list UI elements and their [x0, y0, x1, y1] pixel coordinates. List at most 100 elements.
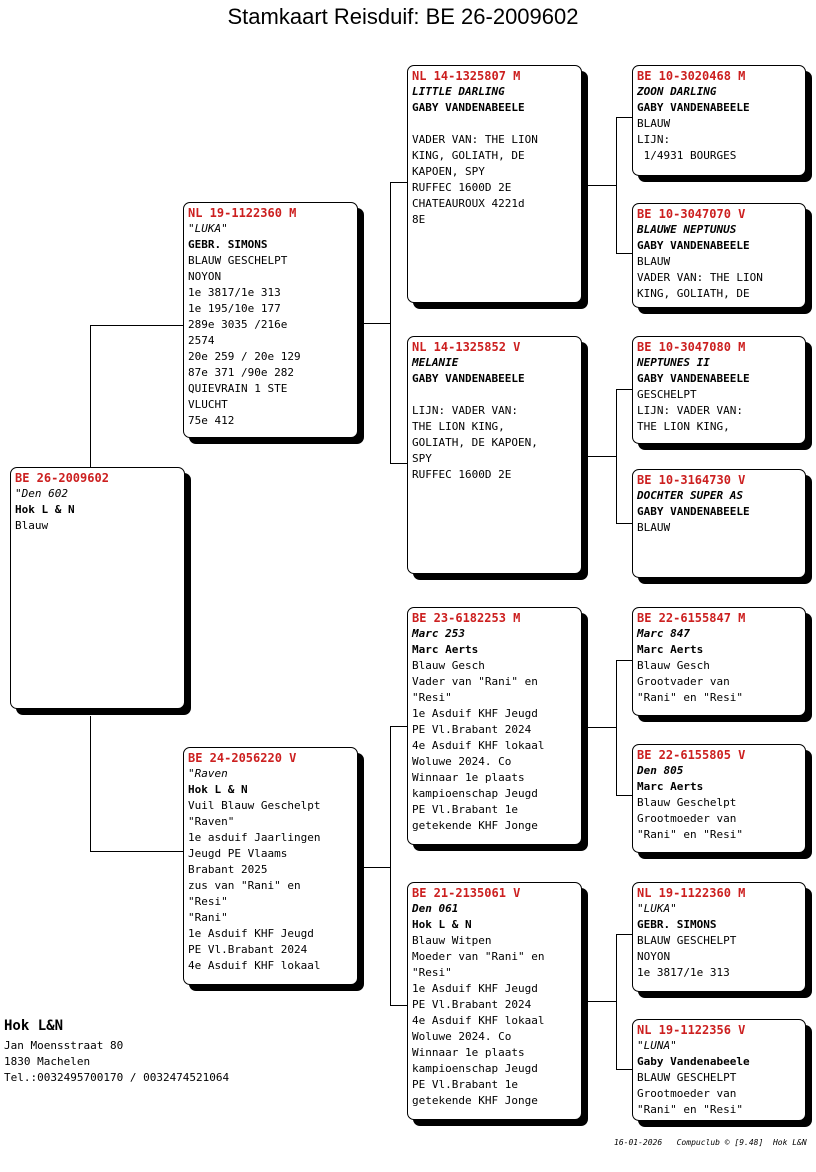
- info-line: 1e 3817/1e 313: [188, 286, 281, 299]
- info-line: 1e 195/10e 177: [188, 302, 281, 315]
- page-title: Stamkaart Reisduif: BE 26-2009602: [227, 4, 579, 29]
- info-line: 20e 259 / 20e 129: [188, 350, 301, 363]
- info-line: Woluwe 2024. Co: [412, 755, 512, 768]
- connector: [586, 185, 616, 186]
- info-line: "Resi": [412, 966, 452, 979]
- pigeon-name: "Raven: [188, 767, 228, 780]
- connector: [390, 726, 408, 727]
- breeder: GABY VANDENABEELE: [637, 239, 750, 252]
- connector: [586, 1001, 616, 1002]
- info-line: Vader van "Rani" en: [412, 675, 538, 688]
- connector: [90, 325, 91, 467]
- pigeon-card-mother[interactable]: BE 24-2056220 V "Raven Hok L & N Vuil Bl…: [183, 747, 358, 985]
- info-line: 1e Asduif KHF Jeugd: [412, 982, 538, 995]
- ring-number: BE 10-3020468 M: [637, 69, 746, 83]
- breeder: GABY VANDENABEELE: [637, 101, 750, 114]
- ring-number: NL 19-1122356 V: [637, 1023, 746, 1037]
- connector: [616, 1069, 633, 1070]
- pigeon-card-fff[interactable]: BE 10-3020468 M ZOON DARLING GABY VANDEN…: [632, 65, 806, 176]
- info-line: KAPOEN, SPY: [412, 165, 485, 178]
- info-line: Blauw Witpen: [412, 934, 492, 947]
- info-line: CHATEAUROUX 4221d: [412, 197, 525, 210]
- pigeon-name: "LUNA": [637, 1039, 677, 1052]
- info-line: QUIEVRAIN 1 STE: [188, 382, 288, 395]
- breeder: Marc Aerts: [412, 643, 479, 656]
- connector: [616, 117, 633, 118]
- pigeon-name: "Den 602: [15, 487, 68, 500]
- info-line: "Rani": [188, 911, 228, 924]
- pigeon-name: Marc 253: [412, 627, 465, 640]
- breeder: Hok L & N: [15, 503, 75, 516]
- connector: [616, 389, 617, 524]
- breeder: GABY VANDENABEELE: [412, 101, 525, 114]
- pigeon-card-mmm[interactable]: NL 19-1122356 V "LUNA" Gaby Vandenabeele…: [632, 1019, 806, 1121]
- connector: [90, 325, 184, 326]
- pigeon-card-mff[interactable]: BE 22-6155847 M Marc 847 Marc Aerts Blau…: [632, 607, 806, 716]
- pigeon-card-mmf[interactable]: NL 19-1122360 M "LUKA" GEBR. SIMONS BLAU…: [632, 882, 806, 992]
- info-line: SPY: [412, 452, 432, 465]
- info-line: KING, GOLIATH, DE: [637, 287, 750, 300]
- info-line: Blauw Geschelpt: [637, 796, 737, 809]
- ring-number: BE 22-6155805 V: [637, 748, 746, 762]
- breeder: GEBR. SIMONS: [637, 918, 717, 931]
- breeder: Gaby Vandenabeele: [637, 1055, 750, 1068]
- ring-number: BE 10-3164730 V: [637, 473, 746, 487]
- info-line: kampioenschap Jeugd: [412, 1062, 538, 1075]
- info-line: 1e asduif Jaarlingen: [188, 831, 321, 844]
- info-line: zus van "Rani" en: [188, 879, 301, 892]
- connector: [616, 795, 633, 796]
- info-line: Blauw Gesch: [637, 659, 710, 672]
- info-line: 1e Asduif KHF Jeugd: [188, 927, 314, 940]
- info-line: PE Vl.Brabant 1e: [412, 803, 518, 816]
- info-line: THE LION KING,: [637, 420, 730, 433]
- info-line: Brabant 2025: [188, 863, 268, 876]
- info-line: Grootmoeder van: [637, 1087, 737, 1100]
- info-line: 2574: [188, 334, 215, 347]
- pigeon-card-mm[interactable]: BE 21-2135061 V Den 061 Hok L & N Blauw …: [407, 882, 582, 1120]
- pigeon-name: "LUKA": [637, 902, 677, 915]
- connector: [390, 182, 408, 183]
- connector: [616, 523, 633, 524]
- pigeon-card-subject[interactable]: BE 26-2009602 "Den 602 Hok L & N Blauw: [10, 467, 185, 709]
- info-line: 1e Asduif KHF Jeugd: [412, 707, 538, 720]
- info-line: LIJN: VADER VAN:: [412, 404, 518, 417]
- owner-city: 1830 Machelen: [4, 1055, 91, 1068]
- ring-number: BE 22-6155847 M: [637, 611, 746, 625]
- pigeon-card-mfm[interactable]: BE 22-6155805 V Den 805 Marc Aerts Blauw…: [632, 744, 806, 853]
- info-line: 87e 371 /90e 282: [188, 366, 294, 379]
- breeder: GABY VANDENABEELE: [637, 372, 750, 385]
- connector: [362, 867, 390, 868]
- owner-info: Hok L&N Jan Moensstraat 80 1830 Machelen…: [4, 1018, 229, 1086]
- pigeon-card-fmm[interactable]: BE 10-3164730 V DOCHTER SUPER AS GABY VA…: [632, 469, 806, 578]
- info-line: 1/4931 BOURGES: [637, 149, 737, 162]
- pigeon-card-father[interactable]: NL 19-1122360 M "LUKA" GEBR. SIMONS BLAU…: [183, 202, 358, 438]
- breeder: GEBR. SIMONS: [188, 238, 268, 251]
- info-line: kampioenschap Jeugd: [412, 787, 538, 800]
- info-line: getekende KHF Jonge: [412, 1094, 538, 1107]
- info-line: 4e Asduif KHF lokaal: [412, 739, 545, 752]
- pigeon-card-fmf[interactable]: BE 10-3047080 M NEPTUNES II GABY VANDENA…: [632, 336, 806, 444]
- info-line: BLAUW: [637, 521, 671, 534]
- info-line: LIJN:: [637, 133, 671, 146]
- connector: [616, 117, 617, 254]
- ring-number: BE 10-3047070 V: [637, 207, 746, 221]
- pigeon-name: NEPTUNES II: [637, 356, 710, 369]
- info-line: Grootvader van: [637, 675, 730, 688]
- info-line: THE LION KING,: [412, 420, 505, 433]
- info-line: VADER VAN: THE LION: [412, 133, 538, 146]
- connector: [616, 934, 617, 1070]
- info-line: "Rani" en "Resi": [637, 828, 743, 841]
- info-line: "Raven": [188, 815, 235, 828]
- ring-number: NL 19-1122360 M: [637, 886, 746, 900]
- ring-number: NL 14-1325807 M: [412, 69, 521, 83]
- pigeon-card-ffm[interactable]: BE 10-3047070 V BLAUWE NEPTUNUS GABY VAN…: [632, 203, 806, 308]
- pigeon-card-ff[interactable]: NL 14-1325807 M LITTLE DARLING GABY VAND…: [407, 65, 582, 303]
- breeder: Hok L & N: [412, 918, 472, 931]
- info-line: Winnaar 1e plaats: [412, 1046, 525, 1059]
- info-line: Blauw Gesch: [412, 659, 485, 672]
- info-line: PE Vl.Brabant 2024: [188, 943, 308, 956]
- pigeon-card-mf[interactable]: BE 23-6182253 M Marc 253 Marc Aerts Blau…: [407, 607, 582, 845]
- info-line: BLAUW GESCHELPT: [637, 934, 737, 947]
- pigeon-card-fm[interactable]: NL 14-1325852 V MELANIE GABY VANDENABEEL…: [407, 336, 582, 574]
- connector: [90, 716, 91, 852]
